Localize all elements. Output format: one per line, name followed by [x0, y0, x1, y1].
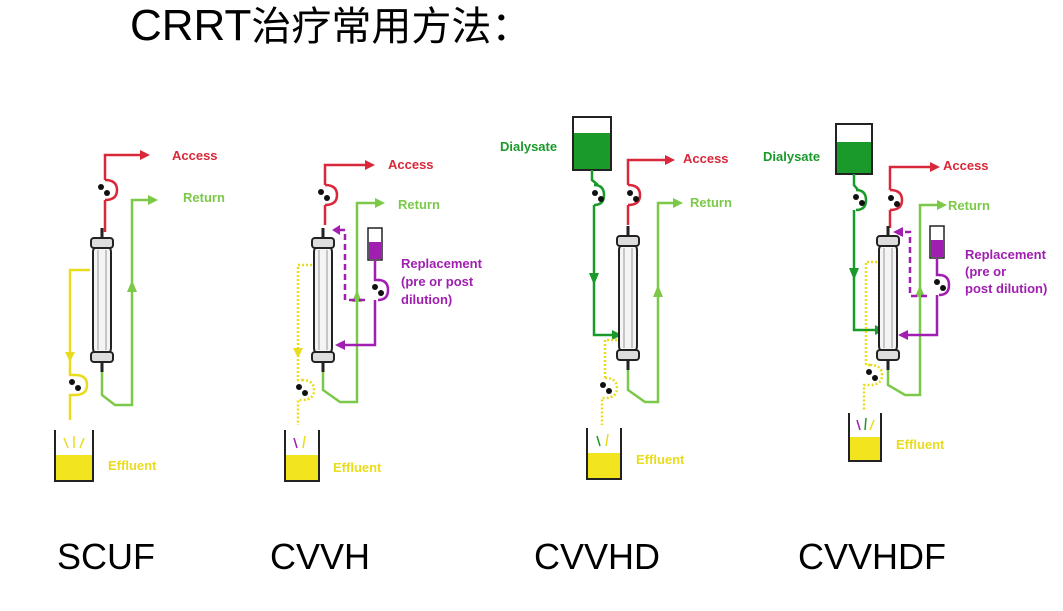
cvvh-blood-pump-icon: [318, 189, 330, 201]
title-chinese: 治疗常用方法：: [251, 4, 532, 50]
cvvhd-effluent-pump-icon: [600, 382, 612, 394]
cvvh-effluent-line: [296, 263, 312, 382]
cvvhdf-replacement-label-2: (pre or: [965, 264, 1006, 279]
cvvhd-effluent-line: [603, 338, 617, 378]
mode-label-cvvhd: CVVHD: [534, 536, 661, 577]
cvvhdf-dialysate-bag-icon: [835, 123, 873, 175]
cvvhdf-replacement-label-3: post dilution): [965, 281, 1047, 296]
cvvh-effluent-pump-icon: [296, 384, 308, 396]
cvvhdf-diagram: Dialysate Access Return Replacement (pre…: [763, 123, 1047, 462]
scuf-diagram: Access Return Effluent: [54, 148, 225, 482]
cvvhd-return-line: [626, 201, 673, 404]
cvvh-filter-icon: [310, 226, 336, 374]
cvvh-effluent-bag-icon: [284, 430, 320, 482]
cvvh-return-line: [321, 201, 375, 404]
cvvh-replacement-pump-icon: [372, 284, 384, 296]
cvvhd-effluent-label: Effluent: [636, 452, 685, 467]
cvvhdf-replacement-bag-icon: [929, 225, 945, 259]
cvvhdf-effluent-line: [864, 260, 877, 367]
scuf-effluent-label: Effluent: [108, 458, 157, 473]
cvvhdf-effluent-bag-icon: [848, 413, 882, 462]
cvvhdf-replacement-pump-icon: [934, 279, 946, 291]
scuf-effluent-line: [68, 268, 90, 377]
cvvhd-access-label: Access: [683, 151, 729, 166]
cvvhdf-effluent-label: Effluent: [896, 437, 945, 452]
title-text: CRRT治疗常用方法：: [130, 1, 532, 50]
cvvh-return-label: Return: [398, 197, 440, 212]
cvvhdf-dialysate-pump-icon: [853, 194, 865, 206]
cvvh-replacement-line: [342, 300, 377, 347]
cvvh-replacement-bag-icon: [367, 227, 383, 261]
cvvhdf-access-label: Access: [943, 158, 989, 173]
cvvhdf-replacement-label-1: Replacement: [965, 247, 1047, 262]
cvvh-replacement-label-2: (pre or post: [401, 274, 474, 289]
cvvhdf-access-line: [888, 165, 930, 190]
cvvhd-dialysate-bag-icon: [572, 116, 612, 171]
cvvhdf-return-line: [886, 203, 937, 397]
scuf-access-label: Access: [172, 148, 218, 163]
cvvhdf-replacement-line: [905, 295, 939, 337]
cvvhdf-filter-icon: [875, 224, 901, 372]
cvvh-replacement-label-1: Replacement: [401, 256, 483, 271]
cvvhdf-dialysate-line: [852, 210, 878, 332]
cvvh-access-line: [323, 163, 365, 185]
cvvhdf-blood-pump-icon: [888, 195, 900, 207]
page-title: CRRT治疗常用方法：: [130, 0, 531, 52]
cvvh-effluent-label: Effluent: [333, 460, 382, 475]
scuf-blood-pump-icon: [98, 184, 110, 196]
cvvhdf-return-label: Return: [948, 198, 990, 213]
cvvhd-effluent-bag-icon: [586, 428, 622, 480]
cvvh-diagram: Access Return Replacement (pre or post d…: [284, 157, 483, 482]
mode-label-cvvhdf: CVVHDF: [798, 536, 947, 577]
scuf-access-line: [103, 153, 140, 180]
scuf-effluent-pump-icon: [69, 379, 81, 391]
cvvh-replacement-label-3: dilution): [401, 292, 452, 307]
cvvhd-dialysate-pump-icon: [592, 190, 604, 202]
scuf-return-line: [100, 198, 148, 407]
cvvhd-blood-pump-icon: [627, 190, 639, 202]
cvvhd-return-label: Return: [690, 195, 732, 210]
cvvhdf-dialysate-label: Dialysate: [763, 149, 820, 164]
cvvh-access-label: Access: [388, 157, 434, 172]
cvvhd-diagram: Dialysate Access Return Effluent: [500, 116, 732, 480]
cvvhd-filter-icon: [615, 224, 641, 372]
scuf-return-label: Return: [183, 190, 225, 205]
scuf-effluent-bag-icon: [54, 430, 94, 482]
cvvhd-dialysate-line: [592, 205, 615, 337]
cvvhdf-effluent-pump-icon: [866, 369, 878, 381]
cvvhd-dialysate-label: Dialysate: [500, 139, 557, 154]
cvvhd-access-line: [626, 158, 665, 185]
mode-label-cvvh: CVVH: [270, 536, 371, 577]
mode-label-scuf: SCUF: [57, 536, 155, 577]
scuf-filter-icon: [89, 226, 115, 374]
